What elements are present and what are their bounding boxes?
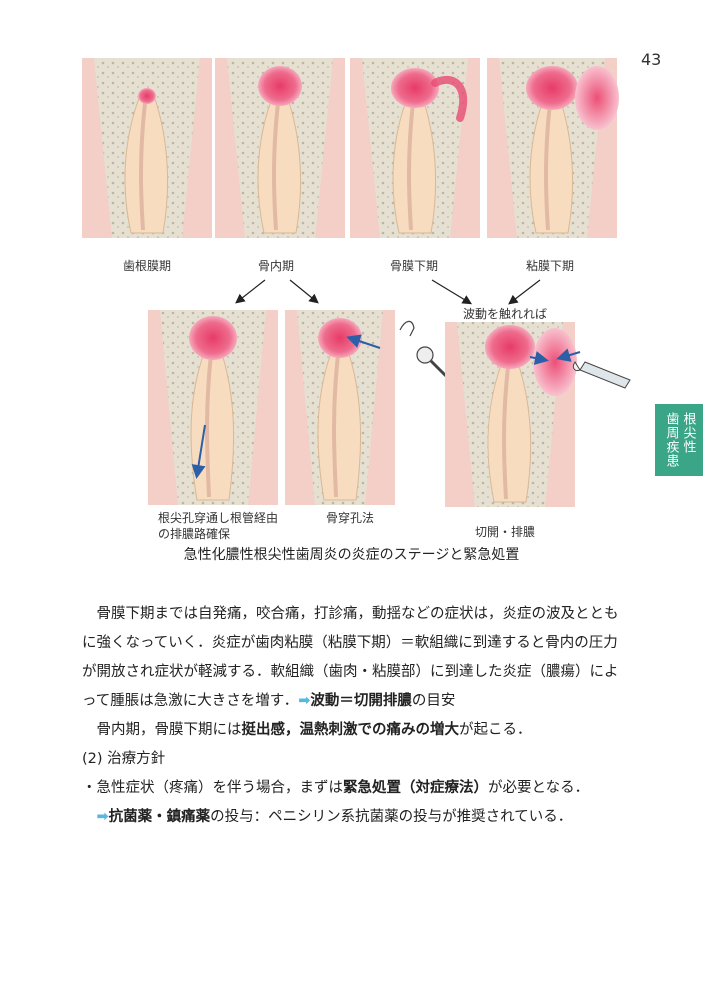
page-number: 43 (641, 50, 662, 69)
tooth-stage-periodontal (82, 58, 212, 238)
text-run: が起こる． (459, 722, 532, 738)
tooth-stage-submucosal (487, 58, 619, 238)
text-run: の投与：ペニシリン系抗菌薬の投与が推奨されている． (210, 809, 573, 825)
section-heading: (2) 治療方針 (82, 751, 166, 767)
tooth-treatment-incision (445, 322, 631, 507)
chapter-tab-line1: 根尖性 (680, 412, 696, 454)
tooth-stage-subperiosteal (350, 58, 480, 238)
tooth-treatment-root-canal (148, 310, 278, 505)
label-root-canal-2: の排膿路確保 (158, 526, 230, 541)
text-run: の目安 (411, 693, 456, 709)
label-bone-puncture: 骨穿孔法 (326, 510, 374, 525)
emphasis-text: 緊急処置（対症療法） (343, 780, 488, 796)
flow-arrow (431, 279, 473, 305)
fluctuation-note: 波動を触れれば (463, 307, 547, 321)
text-run: 骨内期，骨膜下期には (96, 722, 242, 738)
flow-arrow (508, 279, 541, 305)
body-text: 骨膜下期までは自発痛，咬合痛，打診痛，動揺などの症状は，炎症の波及とともに強くな… (82, 600, 622, 832)
text-run: 骨膜下期までは自発痛，咬合痛，打診痛，動揺などの症状は，炎症の波及とともに強くな… (82, 606, 619, 709)
flow-arrow (235, 279, 266, 304)
stage-label-subperiosteal: 骨膜下期 (390, 259, 438, 273)
emphasis-text: 挺出感，温熱刺激での痛みの増大 (241, 722, 460, 738)
emphasis-text: 抗菌薬・鎮痛薬 (108, 809, 211, 825)
chapter-tab-line2: 歯周疾患 (663, 412, 679, 468)
stage-label-intraosseous: 骨内期 (258, 259, 294, 273)
tooth-stage-intraosseous (215, 58, 345, 238)
paragraph-extrusion: 骨内期，骨膜下期には挺出感，温熱刺激での痛みの増大が起こる． (82, 716, 622, 745)
label-incision: 切開・排膿 (475, 525, 535, 539)
text-run: ・急性症状（疼痛）を伴う場合，まずは (82, 780, 343, 796)
arrow-icon: ➡ (298, 693, 311, 709)
stage-label-periodontal: 歯根膜期 (123, 259, 171, 273)
stage-illustration: 歯根膜期 骨内期 骨膜下期 粘膜下期 波動を触れれば 根尖孔穿通し根管経由 の排… (82, 58, 631, 541)
text-run: が必要となる． (488, 780, 590, 796)
label-root-canal-1: 根尖孔穿通し根管経由 (158, 510, 278, 525)
tooth-treatment-bone-puncture (285, 310, 449, 505)
paragraph-symptoms: 骨膜下期までは自発痛，咬合痛，打診痛，動揺などの症状は，炎症の波及とともに強くな… (82, 600, 622, 716)
bullet-emergency: ・急性症状（疼痛）を伴う場合，まずは緊急処置（対症療法）が必要となる． (82, 774, 622, 803)
tooth-diagrams (82, 58, 631, 507)
figure-caption: 急性化膿性根尖性歯周炎の炎症のステージと緊急処置 (183, 547, 520, 563)
flow-arrow (289, 279, 319, 304)
sub-antibiotics: ➡抗菌薬・鎮痛薬の投与：ペニシリン系抗菌薬の投与が推奨されている． (82, 803, 622, 832)
emphasis-text: 波動＝切開排膿 (310, 693, 412, 709)
stage-label-submucosal: 粘膜下期 (526, 258, 574, 273)
arrow-icon: ➡ (96, 809, 109, 825)
chapter-tab[interactable]: 根尖性 歯周疾患 (655, 404, 703, 476)
